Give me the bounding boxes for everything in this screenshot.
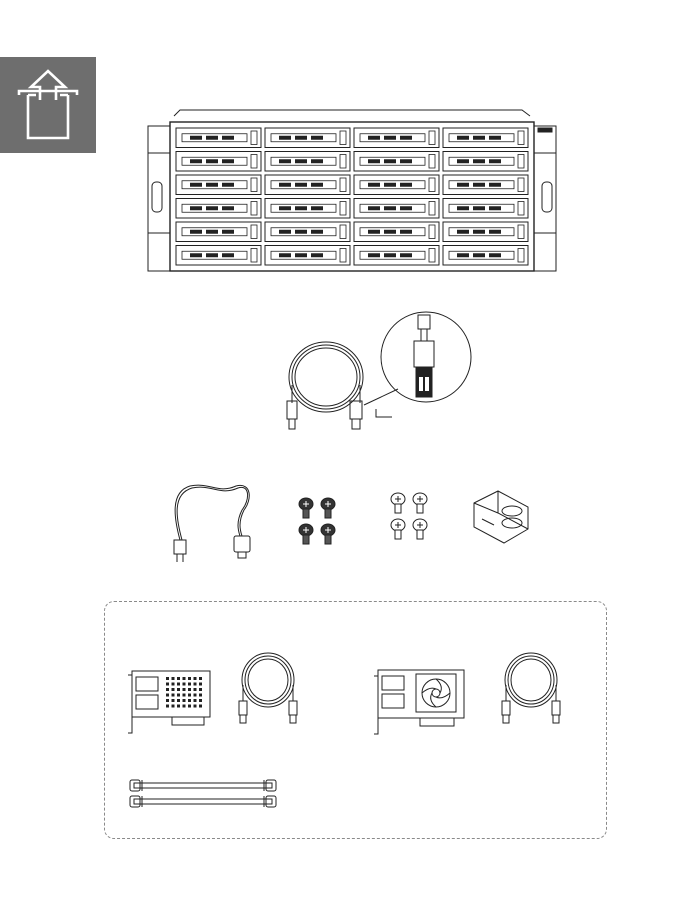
host-bus-adapter-card-fan [368, 662, 468, 737]
host-bus-adapter-card-icon [122, 665, 212, 735]
screw [391, 493, 405, 513]
screw [391, 519, 405, 539]
screw-set-black [292, 490, 342, 550]
drive-bay [176, 152, 261, 172]
storage-enclosure-icon [140, 108, 560, 276]
drive-bay [265, 222, 350, 242]
screw [299, 524, 313, 544]
screw [413, 493, 427, 513]
drive-bay [443, 246, 528, 266]
screw [321, 498, 335, 518]
drive-bay [354, 175, 439, 195]
drive-bay [354, 199, 439, 219]
rail-kit [128, 775, 278, 815]
drive-bay [265, 128, 350, 148]
sas-cable-optional-b [496, 645, 566, 730]
box-unpack-icon [0, 57, 96, 153]
sas-cable-icon [233, 645, 303, 730]
section-badge [0, 57, 96, 153]
screw [321, 524, 335, 544]
drive-bay [443, 175, 528, 195]
rail-kit-icon [128, 775, 278, 815]
sas-cable-optional-a [233, 645, 303, 730]
drive-bay [354, 246, 439, 266]
drive-bay [265, 246, 350, 266]
power-cord [160, 478, 260, 568]
drive-bay [176, 175, 261, 195]
drive-bay [443, 199, 528, 219]
drive-bay [354, 222, 439, 242]
drive-bay [443, 222, 528, 242]
drive-bay [176, 222, 261, 242]
host-bus-adapter-card-fan-icon [368, 662, 468, 737]
screw-silver-icon [380, 485, 440, 545]
drive-bay [354, 152, 439, 172]
screw-set-silver [380, 485, 440, 545]
drive-bay [176, 199, 261, 219]
cable-clip-bracket-icon [468, 483, 533, 551]
screw-black-icon [292, 490, 342, 550]
sas-cable-icon [496, 645, 566, 730]
drive-bay [176, 128, 261, 148]
drive-bay [354, 128, 439, 148]
drive-bay [265, 175, 350, 195]
screw [413, 519, 427, 539]
drive-bay [443, 128, 528, 148]
storage-enclosure [140, 108, 560, 276]
drive-bay [176, 246, 261, 266]
sas-cable [280, 305, 480, 440]
drive-bay [265, 152, 350, 172]
cable-clip-bracket [468, 483, 533, 551]
screw [299, 498, 313, 518]
drive-bay [443, 152, 528, 172]
sas-cable-icon [280, 305, 480, 440]
power-cord-icon [160, 478, 260, 568]
drive-bay [265, 199, 350, 219]
host-bus-adapter-card [122, 665, 212, 735]
